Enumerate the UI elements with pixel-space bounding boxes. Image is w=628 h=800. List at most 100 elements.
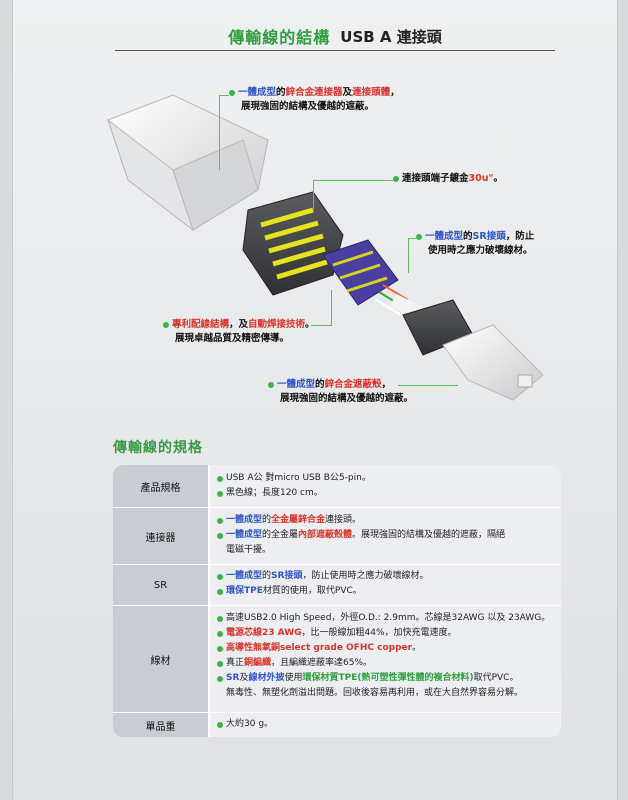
spec-line: 一體成型的全金屬鋅合金連接頭。	[216, 513, 555, 528]
spec-label: 單品重	[113, 713, 210, 737]
page-header: 傳輸線的結構 USB A 連接頭	[115, 22, 555, 51]
spec-text: 連接頭。	[325, 515, 362, 525]
spec-row-weight: 單品重 大約30 g。	[113, 713, 561, 737]
annotation-zinc-shell: 一體成型的鋅合金遮蔽殼， 展現強固的結構及優越的遮蔽。	[268, 378, 413, 406]
annotation-zinc-connector: 一體成型的鋅合金連接器及連接頭體， 展現強固的結構及優越的遮蔽。	[229, 86, 400, 114]
spec-text: 環保TPE	[226, 586, 263, 596]
bullet-icon	[229, 89, 235, 96]
spec-table: 產品規格 USB A公 對micro USB B公5-pin。 黑色線；長度12…	[113, 465, 561, 737]
spec-line: 高導性無氧銅select grade OFHC copper。	[216, 641, 555, 656]
spec-content: 一體成型的SR接頭，防止使用時之應力破壞線材。 環保TPE材質的使用，取代PVC…	[210, 565, 561, 605]
spec-sheet: 傳輸線的結構 USB A 連接頭	[12, 0, 618, 800]
ann-text: 連接頭端子鍍金	[402, 173, 469, 184]
spec-text: 。展現強固的結構及優越的遮蔽，隔絕	[352, 530, 506, 540]
spec-line: 環保TPE材質的使用，取代PVC。	[216, 584, 555, 599]
ann-text: ，防止	[505, 231, 535, 242]
spec-label: 產品規格	[113, 465, 210, 507]
spec-line: 真正銅編織，且編織遮蔽率達65%。	[216, 656, 555, 671]
spec-text: 全金屬鋅合金	[271, 515, 326, 525]
leader-line	[219, 95, 229, 96]
spec-text: 取代PVC。	[473, 673, 519, 683]
spec-text: ，比一般線加粗44%，加快充電速度。	[301, 628, 457, 638]
spec-text: 環保材質TPE	[302, 673, 358, 683]
spec-line: 一體成型的SR接頭，防止使用時之應力破壞線材。	[216, 569, 555, 584]
bullet-icon	[268, 381, 274, 388]
spec-text: 電源芯線23 AWG	[226, 628, 302, 638]
ann-text: 使用時之應力破壞線材。	[428, 245, 533, 256]
ann-text: 鋅合金連接器	[285, 87, 343, 98]
ann-text: 的	[276, 87, 286, 98]
spec-text: 及	[239, 673, 249, 683]
spec-text: 的全金屬	[262, 530, 299, 540]
ann-text: ，	[390, 87, 400, 98]
spec-line: 無毒性、無塑化劑溢出問題。回收後容易再利用，或在大自然界容易分解。	[226, 688, 524, 698]
spec-text: 內部遮蔽殼體	[298, 530, 353, 540]
spec-row-product: 產品規格 USB A公 對micro USB B公5-pin。 黑色線；長度12…	[113, 465, 561, 508]
spec-text: 高導性無氧銅select grade OFHC copper	[226, 643, 413, 653]
ann-text: 自動焊接技術	[248, 319, 306, 330]
spec-row-cable: 線材 高速USB2.0 High Speed，外徑O.D.: 2.9mm。芯線是…	[113, 606, 561, 713]
ann-text: 一體成型	[425, 231, 464, 242]
ann-text: ，	[381, 379, 392, 390]
solder-block-part	[322, 239, 409, 316]
metal-connector-part	[242, 191, 344, 296]
spec-text: 一體成型	[226, 530, 263, 540]
ann-text: 30u"	[468, 173, 494, 184]
spec-text: (熱可塑性彈性體的複合材料)	[357, 673, 474, 683]
usb-connector-diagram	[107, 94, 544, 401]
leader-line	[313, 180, 314, 210]
leader-line	[331, 290, 332, 326]
header-title-dark: USB A 連接頭	[340, 27, 442, 46]
ann-text: 一體成型	[277, 379, 316, 390]
spec-line: 電磁干擾。	[226, 545, 272, 555]
spec-line: 大約30 g。	[216, 717, 555, 732]
leader-line	[408, 238, 409, 273]
end-shell-part	[442, 324, 544, 401]
leader-line	[313, 180, 393, 181]
ann-text: 的	[463, 231, 473, 242]
ann-text: 的	[315, 379, 325, 390]
ann-text: 專利配線結構	[172, 319, 230, 330]
spec-line: 一體成型的全金屬內部遮蔽殼體。展現強固的結構及優越的遮蔽，隔絕	[216, 528, 555, 543]
ann-text: 連接頭體	[352, 87, 391, 98]
leader-line	[311, 325, 331, 326]
annotation-gold-plating: 連接頭端子鍍金30u"。	[393, 172, 503, 186]
spec-text: 材質的使用，取代PVC。	[262, 586, 362, 596]
bullet-icon	[393, 175, 399, 182]
spec-content: USB A公 對micro USB B公5-pin。 黑色線；長度120 cm。	[210, 465, 561, 507]
bullet-icon	[416, 233, 422, 240]
ann-text: 及	[342, 87, 353, 98]
spec-line: 高速USB2.0 High Speed，外徑O.D.: 2.9mm。芯線是32A…	[216, 611, 555, 626]
spec-text: 的	[262, 515, 272, 525]
spec-content: 高速USB2.0 High Speed，外徑O.D.: 2.9mm。芯線是32A…	[210, 606, 561, 712]
spec-line: SR及線材外披使用環保材質TPE(熱可塑性彈性體的複合材料)取代PVC。	[216, 671, 555, 686]
spec-content: 一體成型的全金屬鋅合金連接頭。 一體成型的全金屬內部遮蔽殼體。展現強固的結構及優…	[210, 508, 561, 564]
spec-text: SR	[226, 673, 240, 683]
spec-label: SR	[113, 565, 210, 605]
ann-text: 展現卓越品質及精密傳導。	[175, 333, 290, 344]
ann-text: ，及	[229, 319, 249, 330]
ann-text: 。	[305, 319, 315, 330]
spec-text: ，防止使用時之應力破壞線材。	[302, 571, 429, 581]
spec-row-connector: 連接器 一體成型的全金屬鋅合金連接頭。 一體成型的全金屬內部遮蔽殼體。展現強固的…	[113, 508, 561, 565]
ann-text: 鋅合金遮蔽殼	[324, 379, 382, 390]
header-title-green: 傳輸線的結構	[228, 28, 331, 47]
ann-text: 。	[493, 173, 503, 184]
annotation-sr-joint: 一體成型的SR接頭，防止 使用時之應力破壞線材。	[416, 230, 534, 258]
spec-content: 大約30 g。	[210, 713, 561, 737]
spec-text: ，且編織遮蔽率達65%。	[271, 658, 373, 668]
spec-line: 黑色線；長度120 cm。	[216, 486, 555, 501]
leader-line	[219, 95, 220, 170]
spec-text: 。	[412, 643, 422, 653]
spec-text: 一體成型	[226, 571, 263, 581]
spec-label: 線材	[113, 606, 210, 712]
spec-section-title: 傳輸線的規格	[113, 440, 203, 456]
spec-label: 連接器	[113, 508, 210, 564]
ann-text: 一體成型	[238, 87, 277, 98]
ann-text: 展現強固的結構及優越的遮蔽。	[280, 393, 414, 404]
bullet-icon	[163, 321, 169, 328]
annotation-wiring-structure: 專利配線結構，及自動焊接技術。 展現卓越品質及精密傳導。	[163, 318, 315, 346]
leader-line	[398, 385, 458, 386]
usb-shell-part	[107, 94, 269, 232]
spec-text: SR接頭	[271, 571, 303, 581]
